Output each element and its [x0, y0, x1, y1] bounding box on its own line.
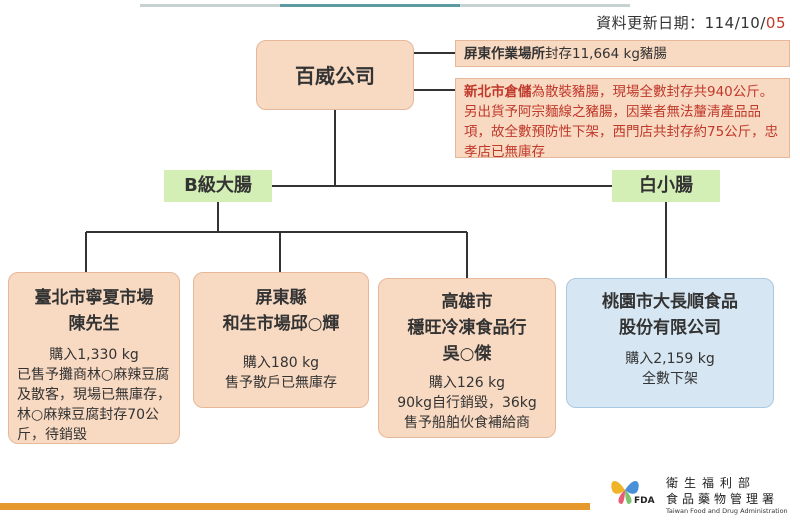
store-subtitle: 穩旺冷凍食品行	[407, 318, 527, 338]
fda-butterfly-icon	[611, 480, 639, 504]
note1-text: 封存11,664 kg豬腸	[545, 46, 667, 62]
logo-cn-line1: 衛生福利部	[666, 476, 757, 490]
category-white: 白小腸	[612, 170, 720, 202]
store-box-taoyuan: 桃園市大長順食品 股份有限公司 購入2,159 kg 全數下架	[566, 278, 774, 408]
note2-location: 新北市倉儲	[464, 84, 532, 100]
store-title: 臺北市寧夏市場	[34, 288, 154, 308]
logo-en: Taiwan Food and Drug Administration	[666, 507, 788, 515]
update-date: 資料更新日期：114/10/05	[596, 12, 786, 33]
note-pingtung-site: 屏東作業場所封存11,664 kg豬腸	[455, 40, 790, 67]
top-decor-bar-right	[460, 4, 630, 7]
company-name: 百威公司	[295, 64, 375, 88]
category-b-grade-label: B級大腸	[184, 175, 252, 196]
store-title: 桃園市大長順食品	[602, 292, 738, 312]
store-title: 高雄市	[441, 292, 493, 312]
update-date-label: 資料更新日期：114/10/	[596, 14, 766, 32]
store-detail: 90kg自行銷毀，36kg	[397, 395, 537, 411]
top-decor-bar-left	[140, 4, 280, 7]
company-box: 百威公司	[256, 40, 414, 110]
store-detail: 已售予攤商林○麻辣豆腐及散客，現場已無庫存，林○麻辣豆腐封存70公斤，待銷毀	[17, 367, 171, 443]
logo-abbr: FDA	[634, 496, 655, 506]
store-subtitle: 和生市場邱○輝	[222, 314, 340, 334]
logo-cn-line2: 食品藥物管理署	[666, 492, 779, 506]
store-owner: 吳○傑	[442, 344, 492, 364]
store-detail-2: 售予船舶伙食補給商	[404, 415, 530, 431]
store-detail: 全數下架	[642, 371, 698, 387]
category-b-grade: B級大腸	[164, 170, 272, 202]
note2-text: 為散裝豬腸，現場全數封存共940公斤。另出貨予阿宗麵線之豬腸，因業者無法釐清產品…	[464, 84, 779, 160]
category-white-label: 白小腸	[639, 175, 693, 196]
store-purchase: 購入126 kg	[428, 375, 506, 391]
store-box-pingtung: 屏東縣 和生市場邱○輝 購入180 kg 售予散戶已無庫存	[193, 272, 369, 408]
note1-location: 屏東作業場所	[464, 46, 545, 62]
store-detail: 售予散戶已無庫存	[225, 375, 337, 391]
bottom-accent-bar	[0, 503, 590, 510]
store-box-kaohsiung: 高雄市 穩旺冷凍食品行 吳○傑 購入126 kg 90kg自行銷毀，36kg 售…	[378, 278, 556, 438]
store-purchase: 購入2,159 kg	[625, 351, 715, 367]
store-box-taipei: 臺北市寧夏市場 陳先生 購入1,330 kg 已售予攤商林○麻辣豆腐及散客，現場…	[8, 272, 180, 444]
store-purchase: 購入180 kg	[242, 355, 320, 371]
store-subtitle: 陳先生	[68, 314, 120, 334]
store-subtitle: 股份有限公司	[619, 318, 721, 338]
store-purchase: 購入1,330 kg	[49, 347, 139, 363]
store-title: 屏東縣	[255, 288, 307, 308]
update-date-day: 05	[765, 14, 786, 32]
top-decor-bar-center	[280, 4, 460, 7]
note-newtaipei-warehouse: 新北市倉儲為散裝豬腸，現場全數封存共940公斤。另出貨予阿宗麵線之豬腸，因業者無…	[455, 78, 790, 160]
